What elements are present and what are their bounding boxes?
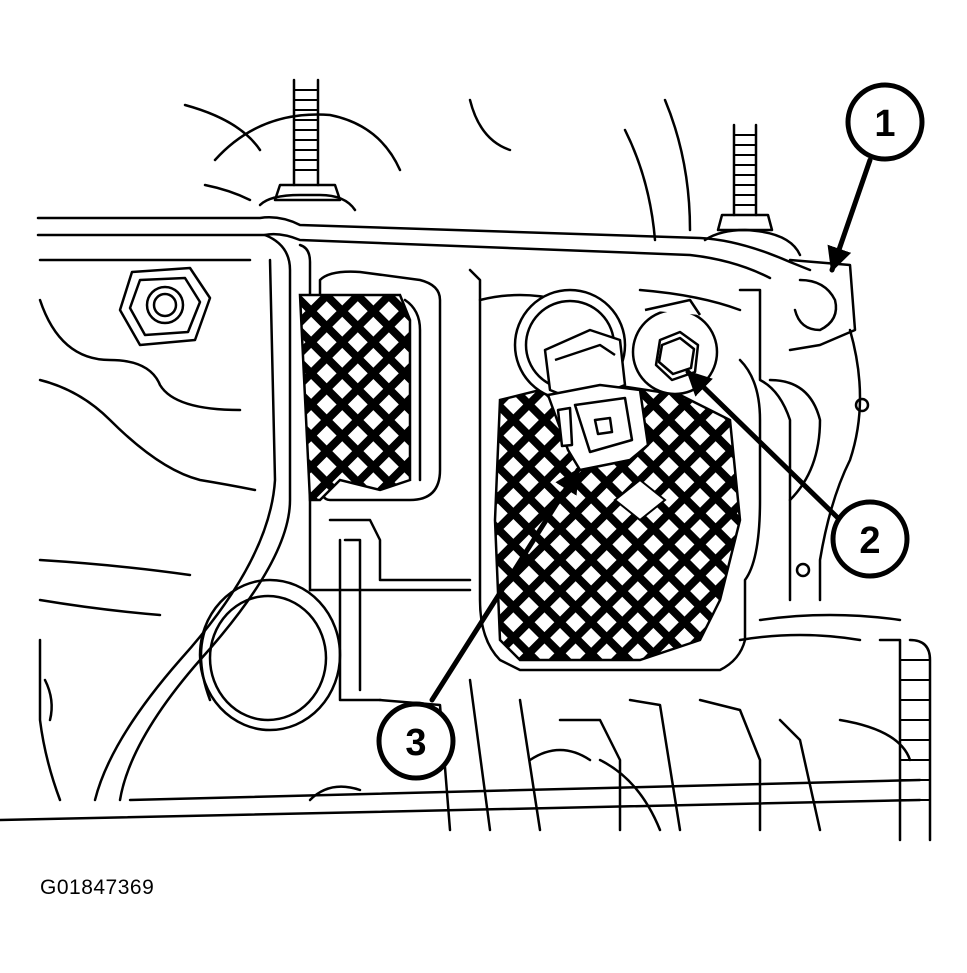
leader-2 xyxy=(685,369,841,521)
callout-2: 2 xyxy=(830,499,910,579)
svg-text:1: 1 xyxy=(874,103,895,145)
mounting-bolt xyxy=(631,298,719,396)
exhaust-port xyxy=(198,578,342,732)
heat-shield-left xyxy=(298,293,412,502)
figure-id-label: G01847369 xyxy=(40,876,155,899)
svg-text:2: 2 xyxy=(859,520,880,562)
sensor-connector xyxy=(513,288,650,472)
stud-right xyxy=(703,123,802,257)
callout-3: 3 xyxy=(376,701,456,781)
stud-left xyxy=(258,78,357,212)
leader-3 xyxy=(429,467,581,703)
nut-left xyxy=(118,266,212,347)
svg-text:3: 3 xyxy=(405,722,426,764)
callout-1: 1 xyxy=(845,82,925,162)
leader-1 xyxy=(827,157,873,273)
